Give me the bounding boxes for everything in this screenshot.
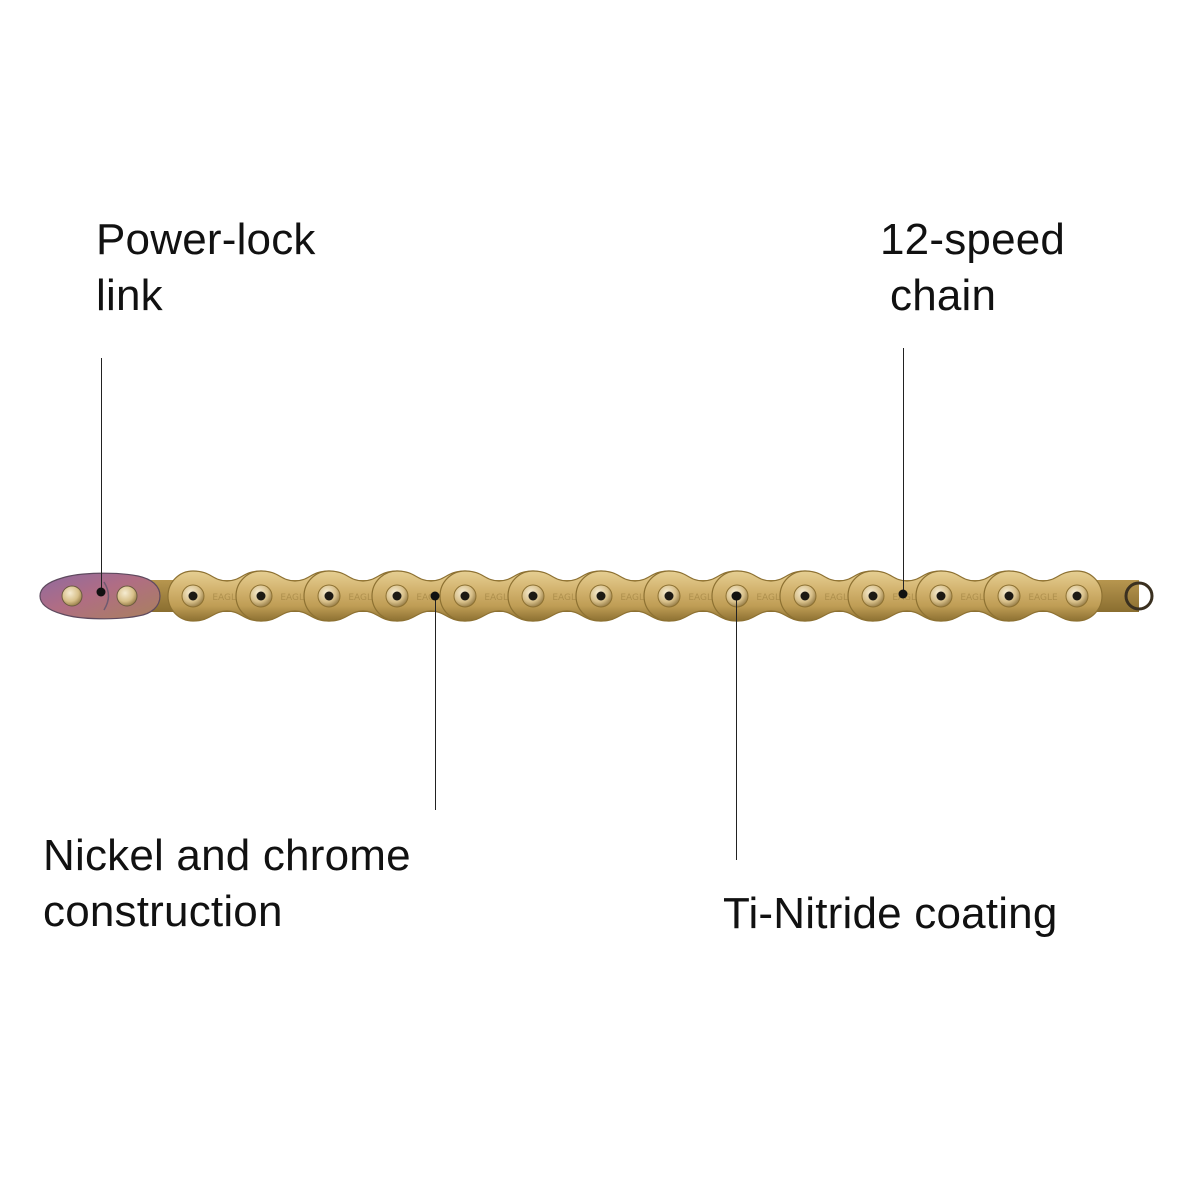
chain-plate-text: EAGLE (892, 593, 922, 603)
ti-nitride-leader-dot (731, 591, 741, 601)
chain-plate-text: EAGLE (1028, 593, 1058, 603)
power-lock-label-line2: link (96, 271, 163, 320)
chain-pin-hole (392, 591, 402, 601)
chain-plate-text: EAGLE (960, 593, 990, 603)
power-lock-pin-left (61, 585, 83, 607)
twelve-speed-leader-line (903, 348, 904, 592)
ti-nitride-leader-line (736, 596, 737, 860)
chain-pin-hole (256, 591, 266, 601)
power-lock-pin-right (116, 585, 138, 607)
chain-pin-hole (868, 591, 878, 601)
chain-plate-text: EAGLE (212, 593, 242, 603)
chain-pin-hole (188, 591, 198, 601)
chain-pin-hole (1004, 591, 1014, 601)
chain-pin-hole (460, 591, 470, 601)
chain-pin-hole (528, 591, 538, 601)
power-lock-link-label: Power-lock link (96, 212, 316, 324)
chain-end-ring (1124, 581, 1154, 611)
chain-plate-text: EAGLE (280, 593, 310, 603)
chain-pin-hole (664, 591, 674, 601)
twelve-speed-leader-dot (898, 589, 908, 599)
chain-links: EAGLE EAGLE EAGLE EAGLE EAGLE EAGLE EAGLE EAGLE… (39, 570, 1154, 622)
chain-plate-text: EAGLE (824, 593, 854, 603)
nickel-chrome-label-line1: Nickel and chrome (43, 831, 411, 880)
chain-pin-hole (324, 591, 334, 601)
power-lock-label-line1: Power-lock (96, 215, 316, 264)
chain-plate (983, 570, 1103, 622)
twelve-speed-chain-label: 12-speed chain (880, 212, 1065, 324)
chain-plate-text: EAGLE (484, 593, 514, 603)
chain-pin-hole (800, 591, 810, 601)
ti-nitride-label-line1: Ti-Nitride coating (723, 889, 1058, 938)
nickel-chrome-construction-label: Nickel and chrome construction (43, 828, 411, 940)
twelve-speed-label-line2: chain (890, 271, 997, 320)
chain-plate-text: EAGLE (756, 593, 786, 603)
nickel-chrome-label-line2: construction (43, 887, 283, 936)
twelve-speed-label-line1: 12-speed (880, 215, 1066, 264)
nickel-chrome-leader-line (435, 596, 436, 810)
chain-pin-hole (936, 591, 946, 601)
chain-pin-hole (596, 591, 606, 601)
ti-nitride-coating-label: Ti-Nitride coating (723, 886, 1058, 942)
chain-plate-text: EAGLE (552, 593, 582, 603)
nickel-chrome-leader-dot (430, 591, 440, 601)
power-lock-leader-dot (96, 587, 106, 597)
chain-plate-text: EAGLE (348, 593, 378, 603)
chain-plate-text: EAGLE (688, 593, 718, 603)
chain-pin-hole (1072, 591, 1082, 601)
power-lock-slot (103, 581, 110, 611)
chain-plate-text: EAGLE (620, 593, 650, 603)
power-lock-leader-line (101, 358, 102, 590)
